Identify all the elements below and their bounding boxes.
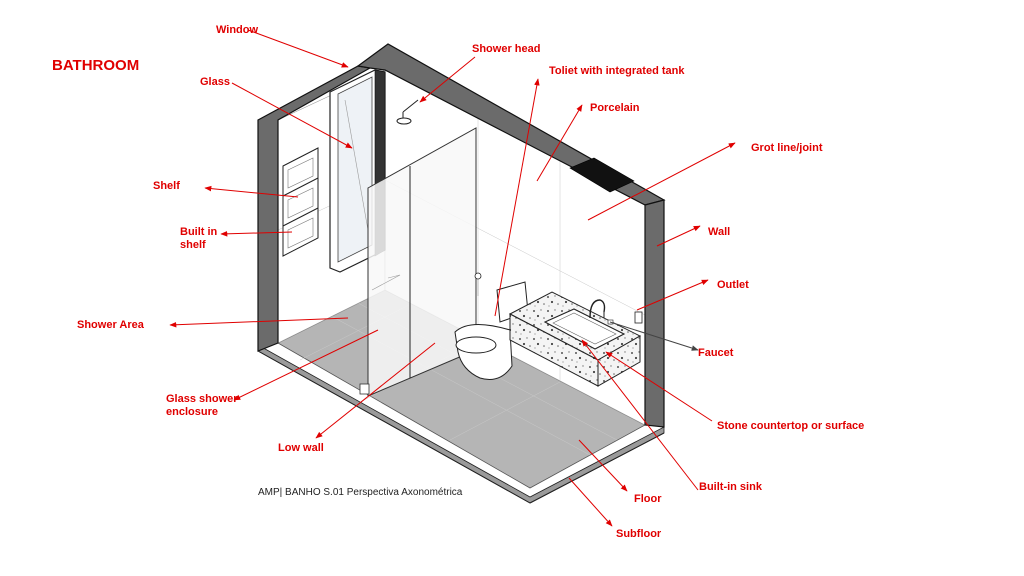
built-in-sink-arrow bbox=[581, 339, 699, 491]
label-stone-countertop: Stone countertop or surface bbox=[717, 420, 864, 432]
outlet-plate bbox=[634, 311, 643, 324]
skylight-strip bbox=[569, 157, 635, 193]
bathroom-model bbox=[257, 43, 666, 504]
diagram-title: BATHROOM bbox=[52, 57, 139, 74]
wall-hung-toilet bbox=[454, 272, 529, 380]
label-wall: Wall bbox=[708, 226, 730, 238]
label-built-in-shelf-line2: shelf bbox=[180, 239, 206, 251]
label-built-in-shelf-line1: Built in bbox=[180, 226, 218, 238]
glass-enclosure-arrow bbox=[233, 329, 379, 401]
label-faucet: Faucet bbox=[698, 347, 734, 359]
low-wall-arrow bbox=[315, 342, 436, 439]
label-glass: Glass bbox=[200, 76, 230, 88]
built-in-shelf-arrow bbox=[220, 231, 293, 237]
glass-arrow bbox=[231, 82, 353, 149]
label-outlet: Outlet bbox=[717, 279, 749, 291]
shelf-arrow bbox=[204, 185, 299, 198]
label-porcelain: Porcelain bbox=[590, 102, 640, 114]
label-shower-head: Shower head bbox=[472, 43, 540, 55]
window-arrow bbox=[247, 29, 349, 68]
label-glass-enclosure-line2: enclosure bbox=[166, 406, 218, 418]
label-built-in-sink: Built-in sink bbox=[699, 481, 763, 493]
window-glass bbox=[337, 76, 373, 263]
subfloor-arrow bbox=[568, 477, 613, 527]
annotation-arrows bbox=[169, 29, 736, 527]
label-glass-enclosure-line1: Glass shower bbox=[166, 393, 238, 405]
wall-arrow bbox=[656, 225, 701, 247]
shower-area-arrow bbox=[169, 317, 349, 328]
label-toilet: Toliet with integrated tank bbox=[549, 65, 685, 77]
diagram-caption: AMP| BANHO S.01 Perspectiva Axonométrica bbox=[258, 487, 463, 498]
shower-head-fixture bbox=[396, 99, 419, 125]
faucet-arrow bbox=[609, 321, 699, 351]
label-shelf: Shelf bbox=[153, 180, 180, 192]
label-subfloor: Subfloor bbox=[616, 528, 662, 540]
shower-head-arrow bbox=[419, 56, 476, 103]
toilet-arrow bbox=[494, 78, 540, 317]
label-floor: Floor bbox=[634, 493, 662, 505]
label-grout: Grot line/joint bbox=[751, 142, 823, 154]
porcelain-arrow bbox=[536, 104, 583, 182]
floor-arrow bbox=[578, 439, 628, 492]
grout-arrow bbox=[587, 142, 736, 221]
label-shower-area: Shower Area bbox=[77, 319, 145, 331]
right-wall-section bbox=[644, 199, 665, 428]
label-window: Window bbox=[216, 24, 258, 36]
label-low-wall: Low wall bbox=[278, 442, 324, 454]
built-in-shelf-niche bbox=[282, 147, 319, 257]
outlet-arrow bbox=[636, 279, 709, 311]
stone-countertop-arrow bbox=[605, 351, 713, 422]
annotation-labels: Window Glass Shelf Built in shelf Shower… bbox=[77, 24, 864, 540]
sink-basin bbox=[543, 308, 626, 350]
